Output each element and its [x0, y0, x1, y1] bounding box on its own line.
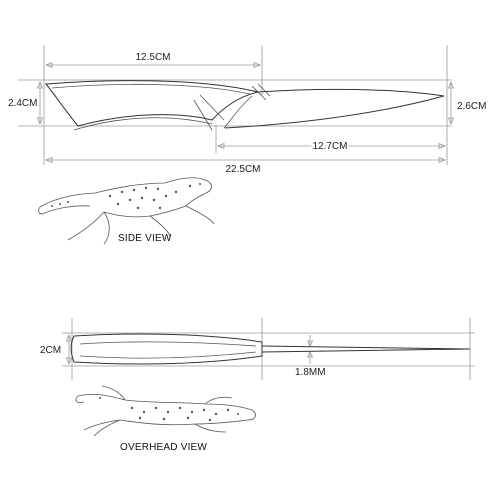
- blade-top-outline: [261, 345, 471, 353]
- side-view-caption: SIDE VIEW: [118, 233, 172, 244]
- overhead-view: 2CM 1.8MM OVERHEAD VIEW: [40, 318, 475, 453]
- handle-outline: [45, 80, 259, 127]
- side-view: 12.5CM 2.4CM 2.6CM 12.7CM 22.5CM: [8, 45, 486, 245]
- bolster-sketch-marks: [193, 83, 271, 131]
- cheetah-overhead-illustration: [75, 385, 256, 437]
- handle-top-outline: [70, 333, 263, 365]
- handle-length-label: 12.5CM: [135, 52, 170, 63]
- handle-length-arrows: [44, 61, 262, 69]
- total-length-label: 22.5CM: [225, 164, 260, 175]
- blade-length-arrows: [216, 142, 447, 150]
- cheetah-overhead-spots: [99, 397, 239, 422]
- knife-overhead-outline: [70, 333, 471, 365]
- handle-height-label: 2.4CM: [8, 98, 37, 109]
- blade-thickness-arrows: [306, 340, 314, 358]
- handle-width-arrows: [65, 333, 73, 366]
- cheetah-side-spots: [51, 183, 201, 210]
- handle-height-arrows: [36, 80, 44, 126]
- blade-height-arrows: [447, 80, 455, 126]
- blade-thickness-label: 1.8MM: [295, 367, 326, 378]
- handle-lower-line: [73, 117, 213, 131]
- total-length-arrows: [44, 156, 447, 164]
- cheetah-overhead-body: [77, 385, 256, 437]
- cheetah-running-illustration: [38, 177, 215, 245]
- blade-height-label: 2.6CM: [457, 101, 486, 112]
- handle-width-label: 2CM: [40, 345, 61, 356]
- overhead-view-caption: OVERHEAD VIEW: [120, 442, 207, 453]
- handle-highlight-line: [51, 83, 251, 95]
- handle-top-inner-lines: [79, 341, 257, 359]
- cheetah-overhead-tail: [75, 395, 85, 403]
- bolster-curve: [223, 95, 253, 129]
- cheetah-side-tail: [38, 205, 91, 215]
- blade-outline: [224, 88, 445, 129]
- cheetah-side-body: [39, 177, 215, 245]
- knife-side-outline: [45, 80, 445, 131]
- blade-length-label: 12.7CM: [312, 141, 347, 152]
